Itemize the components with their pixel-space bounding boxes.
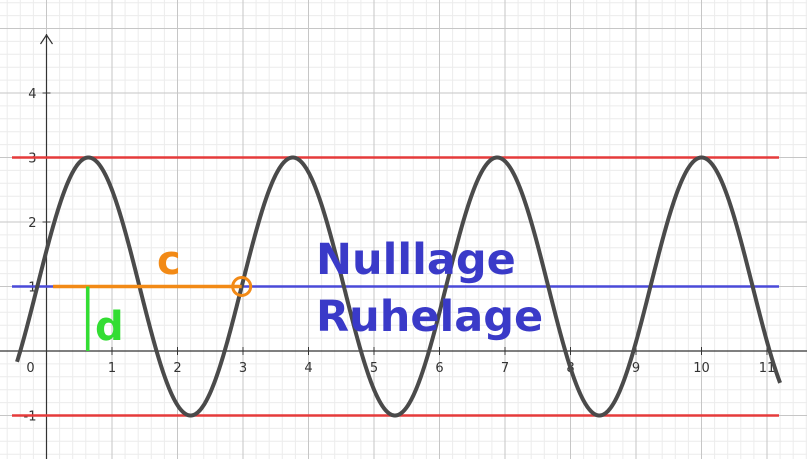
y-axis-arrow (40, 33, 53, 45)
x-tick-label: 3 (239, 361, 247, 376)
ruhelage-label: Ruhelage (316, 292, 543, 342)
zero-crossing-marker (231, 276, 253, 297)
y-tick-label: -1 (24, 410, 37, 425)
y-tick-label: 2 (28, 216, 36, 231)
d-label: d (95, 304, 124, 350)
x-tick-label: 6 (435, 361, 443, 376)
x-tick-label: 9 (632, 361, 640, 376)
x-tick-label: 0 (26, 361, 34, 376)
sine-curve (15, 155, 782, 418)
y-tick-label: 1 (28, 281, 36, 296)
x-tick-label: 1 (108, 361, 116, 376)
x-tick-label: 10 (693, 361, 710, 376)
y-tick-label: 4 (28, 87, 36, 102)
x-tick-label: 7 (501, 361, 509, 376)
x-tick-label: 5 (370, 361, 378, 376)
x-tick-label: 2 (173, 361, 181, 376)
c-label: c (157, 238, 181, 284)
x-tick-label: 4 (304, 361, 312, 376)
y-tick-label: 3 (28, 152, 36, 167)
x-tick-label: 11 (759, 361, 776, 376)
nulllage-label: Nulllage (316, 235, 516, 285)
